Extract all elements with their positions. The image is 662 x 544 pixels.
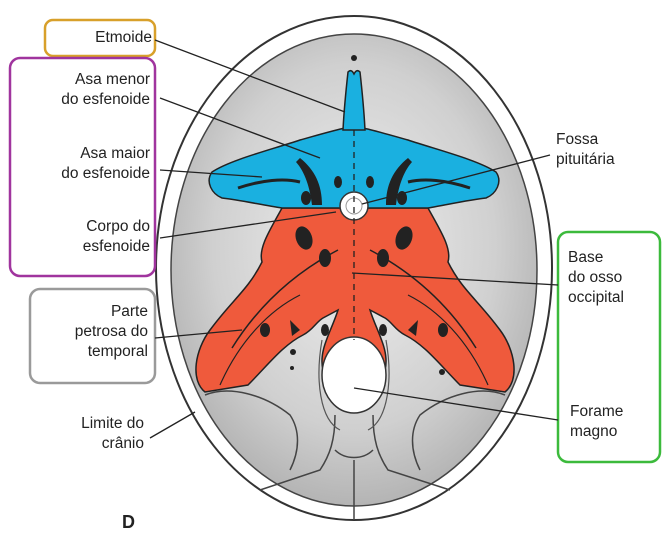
label-base: Base do osso occipital (568, 248, 658, 308)
label-limite-line1: Limite do (34, 414, 144, 434)
canal-left (321, 324, 329, 336)
label-base-line1: Base (568, 248, 658, 268)
label-etmoide-text: Etmoide (95, 29, 152, 46)
foramen-magnum (322, 337, 386, 413)
optic-right (366, 176, 374, 188)
label-limite: Limite do crânio (34, 414, 144, 454)
label-corpo-line2: esfenoide (14, 237, 150, 257)
label-fossa: Fossa pituitária (556, 130, 656, 170)
label-forame-line2: magno (570, 422, 658, 442)
label-asa-menor: Asa menor do esfenoide (14, 70, 150, 110)
foramen-right-2 (377, 249, 389, 267)
optic-left (334, 176, 342, 188)
foramen-caecum (351, 55, 357, 61)
label-limite-line2: crânio (34, 434, 144, 454)
small-foramen-left (290, 349, 296, 355)
label-asa-menor-line2: do esfenoide (14, 90, 150, 110)
rotundum-left (301, 191, 311, 205)
label-fossa-line1: Fossa (556, 130, 656, 150)
label-parte-petrosa: Parte petrosa do temporal (34, 302, 148, 362)
label-forame-line1: Forame (570, 402, 658, 422)
label-forame: Forame magno (570, 402, 658, 442)
label-asa-maior-line1: Asa maior (14, 144, 150, 164)
carotid-right (438, 323, 448, 337)
label-corpo-line1: Corpo do (14, 217, 150, 237)
foramen-left-2 (319, 249, 331, 267)
leader-limite (150, 412, 195, 438)
label-base-line2: do osso (568, 268, 658, 288)
small-foramen-right (439, 369, 445, 375)
label-parte-petrosa-line2: petrosa do (34, 322, 148, 342)
label-asa-maior-line2: do esfenoide (14, 164, 150, 184)
label-corpo: Corpo do esfenoide (14, 217, 150, 257)
label-base-line3: occipital (568, 288, 658, 308)
label-fossa-line2: pituitária (556, 150, 656, 170)
carotid-left (260, 323, 270, 337)
label-parte-petrosa-line3: temporal (34, 342, 148, 362)
label-parte-petrosa-line1: Parte (34, 302, 148, 322)
canal-right (379, 324, 387, 336)
small-foramen-3 (290, 366, 294, 370)
label-asa-menor-line1: Asa menor (14, 70, 150, 90)
label-etmoide: Etmoide (52, 28, 152, 48)
figure-letter: D (122, 512, 135, 532)
label-asa-maior: Asa maior do esfenoide (14, 144, 150, 184)
